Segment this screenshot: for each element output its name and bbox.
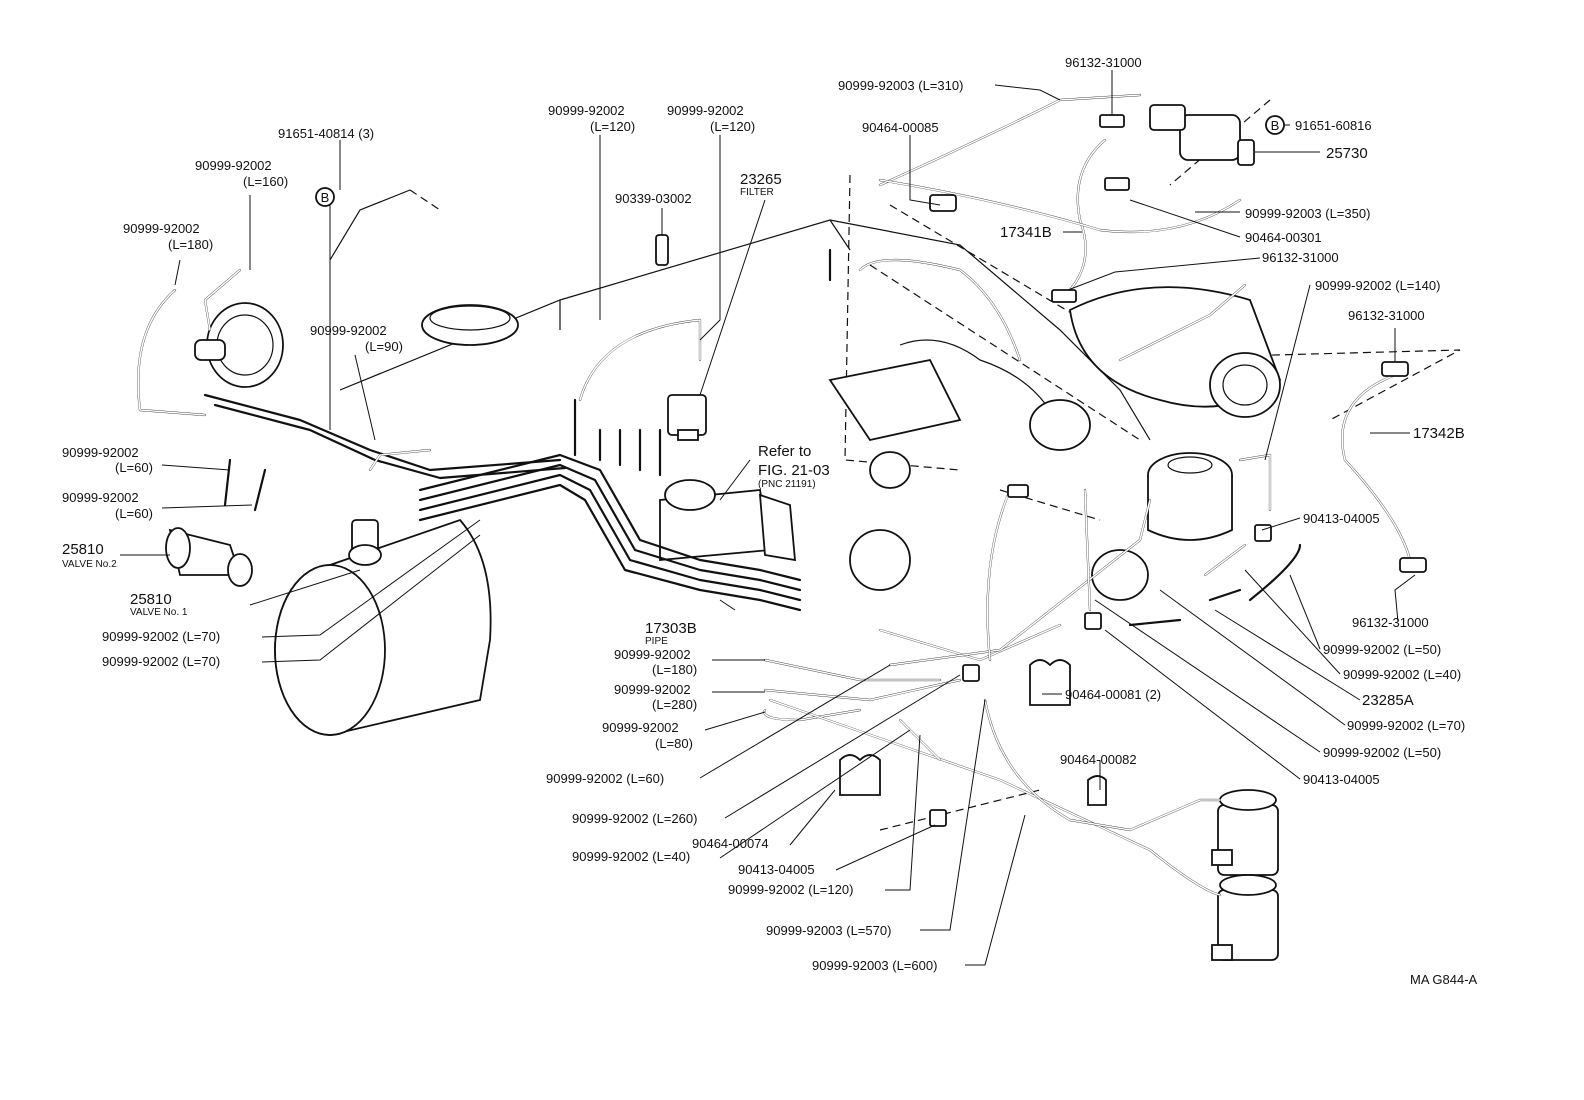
vsv-lower-right-2 (1211, 874, 1279, 961)
callout-label: 23265 (740, 171, 782, 188)
callout-label: 90999-92002 (614, 682, 691, 697)
vsv-25730 (1149, 104, 1255, 166)
callout-label: (L=120) (590, 119, 635, 134)
callout-label: 90999-92002 (L=40) (572, 849, 690, 864)
callout-label: 90999-92002 (L=50) (1323, 745, 1441, 760)
callout-label: 90999-92002 (62, 490, 139, 505)
callout-label: 90999-92002 (602, 720, 679, 735)
callout-label: 90999-92003 (L=310) (838, 78, 963, 93)
callout-label: 90413-04005 (1303, 511, 1380, 526)
callout-label: 90999-92002 (123, 221, 200, 236)
callout-label: 17341B (1000, 224, 1052, 241)
callout-label: 90999-92003 (L=570) (766, 923, 891, 938)
callout-label: 90999-92002 (614, 647, 691, 662)
callout-label: 90999-92003 (L=600) (812, 958, 937, 973)
marker-letter: B (1271, 118, 1280, 133)
filter-23265 (655, 234, 707, 441)
callout-label: (L=90) (365, 339, 403, 354)
callout-label: (L=180) (168, 237, 213, 252)
callout-label: 90464-00074 (692, 836, 769, 851)
callout-label: 90999-92002 (L=70) (102, 654, 220, 669)
callout-label: 90999-92002 (L=140) (1315, 278, 1440, 293)
callout-label: 90999-92003 (L=350) (1245, 206, 1370, 221)
callout-label: 25810 (62, 541, 104, 558)
callout-label: 90999-92002 (L=60) (546, 771, 664, 786)
callout-labels: 90999-92003 (L=310) 96132-31000 91651-60… (62, 55, 1465, 973)
marker-letter: B (321, 190, 330, 205)
hose-17342b (1341, 361, 1427, 573)
callout-label: 90999-92002 (310, 323, 387, 338)
air-intake-connector (1069, 286, 1282, 418)
callout-label: 90999-92002 (L=40) (1343, 667, 1461, 682)
callout-label: 90999-92002 (L=260) (572, 811, 697, 826)
callout-label: (L=60) (115, 506, 153, 521)
callout-label: 90999-92002 (62, 445, 139, 460)
callout-label: (L=120) (710, 119, 755, 134)
callout-label: VALVE No.2 (62, 559, 117, 570)
callout-label: 90464-00081 (2) (1065, 687, 1161, 702)
callout-label: (L=60) (115, 460, 153, 475)
callout-label: (L=80) (655, 736, 693, 751)
callout-label: 96132-31000 (1262, 250, 1339, 265)
callout-label: VALVE No. 1 (130, 607, 188, 618)
callout-label: (L=280) (652, 697, 697, 712)
callout-label: 91651-40814 (3) (278, 126, 374, 141)
callout-label: PIPE (645, 636, 668, 647)
callout-label: 96132-31000 (1065, 55, 1142, 70)
callout-label: 90413-04005 (738, 862, 815, 877)
callout-label: 90999-92002 (548, 103, 625, 118)
callout-label: 96132-31000 (1352, 615, 1429, 630)
callout-label: 17303B (645, 620, 697, 637)
reference-marker-b-left: B (315, 187, 335, 207)
callout-label: FIG. 21-03 (758, 462, 830, 479)
callout-label: (L=160) (243, 174, 288, 189)
callout-label: 23285A (1362, 692, 1414, 709)
vsv-lower-right-1 (1211, 789, 1279, 876)
callout-label: 90464-00301 (1245, 230, 1322, 245)
callout-label: 90999-92002 (L=70) (1347, 718, 1465, 733)
callout-label: 90999-92002 (667, 103, 744, 118)
callout-label: FILTER (740, 187, 774, 198)
callout-label: Refer to (758, 443, 811, 460)
callout-label: 96132-31000 (1348, 308, 1425, 323)
callout-label: 90464-00082 (1060, 752, 1137, 767)
callout-label: 17342B (1413, 425, 1465, 442)
callout-label: 90999-92002 (L=50) (1323, 642, 1441, 657)
drawing-code: MA G844-A (1410, 972, 1478, 987)
hose-17341b (1068, 138, 1107, 292)
callout-label: 25810 (130, 591, 172, 608)
callout-label: (PNC 21191) (758, 479, 816, 490)
reference-marker-b-right: B (1265, 115, 1285, 135)
callout-label: 90999-92002 (L=120) (728, 882, 853, 897)
callout-label: 25730 (1326, 145, 1368, 162)
callout-label: 90464-00085 (862, 120, 939, 135)
leader-lines (120, 70, 1416, 966)
vacuum-actuator-left (194, 302, 284, 388)
callout-label: 91651-60816 (1295, 118, 1372, 133)
callout-label: 90339-03002 (615, 191, 692, 206)
callout-label: 90413-04005 (1303, 772, 1380, 787)
vsv-valve-no1 (348, 519, 382, 566)
vsv-valve-no2 (165, 527, 253, 587)
callout-label: 90999-92002 (195, 158, 272, 173)
callout-label: (L=180) (652, 662, 697, 677)
throttle-body (659, 479, 797, 562)
callout-label: 90999-92002 (L=70) (102, 629, 220, 644)
egr-valve (1091, 452, 1233, 601)
intake-plenum (828, 339, 1091, 591)
air-cleaner (274, 304, 519, 737)
hose-clamps (839, 114, 1272, 827)
